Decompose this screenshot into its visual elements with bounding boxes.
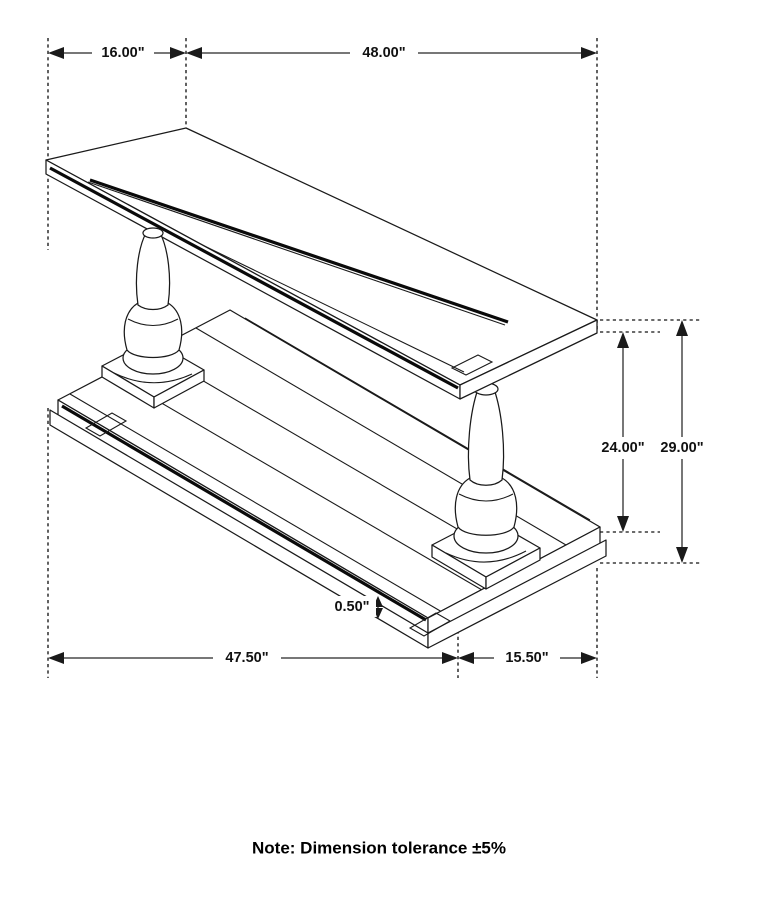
- dim-label-base-width: 47.50": [225, 650, 268, 666]
- arrow-shelf-height-bottom: [617, 516, 629, 532]
- foot-tab-left: [84, 412, 128, 437]
- arrow-overall-height-top: [676, 320, 688, 336]
- arrow-base-depth-right: [581, 652, 597, 664]
- shelf-plinth-right: [427, 539, 607, 649]
- dimension-base-width: 47.50": [48, 647, 458, 669]
- baluster-leg-rear: [101, 227, 205, 409]
- tolerance-note: Note: Dimension tolerance ±5%: [252, 838, 506, 857]
- label-bg-base-depth: [494, 647, 560, 669]
- arrow-top-width-right: [581, 47, 597, 59]
- arrow-shelf-height-top: [617, 332, 629, 348]
- table-top-edge-front-shadow: [49, 166, 459, 390]
- dim-label-top-width: 48.00": [362, 45, 405, 61]
- foot-tab-front: [408, 612, 452, 637]
- table-underside-cleat: [450, 354, 494, 376]
- arrow-overall-height-bottom: [676, 547, 688, 563]
- leg-front-mid-ring: [458, 493, 514, 502]
- leg-front-base-plate-edge2: [485, 547, 541, 590]
- table-top-plank-shadow: [89, 178, 509, 324]
- arrow-base-width-left: [48, 652, 64, 664]
- shelf-edge-left-shadow: [61, 404, 427, 622]
- arrow-base-depth-left: [458, 652, 474, 664]
- dimension-shelf-height: 24.00": [590, 332, 656, 532]
- shelf-slat-line-4: [69, 393, 443, 613]
- dimension-base-thickness: 0.50": [328, 596, 383, 619]
- dim-label-base-thickness: 0.50": [334, 599, 369, 615]
- label-bg-shelf-height: [590, 437, 656, 459]
- label-bg-overall-height: [649, 437, 715, 459]
- arrow-base-width-right: [442, 652, 458, 664]
- leg-front-neck: [467, 383, 505, 486]
- label-bg-base-width: [213, 647, 281, 669]
- arrow-top-depth-left: [48, 47, 64, 59]
- dimension-overall-height: 29.00": [649, 320, 715, 563]
- baluster-leg-front: [431, 382, 541, 590]
- leg-rear-neck: [135, 227, 171, 311]
- leg-rear-base-plate-edge2: [153, 369, 205, 409]
- table-top-assembly: [45, 127, 598, 400]
- leg-front-base-chamfer: [445, 550, 527, 563]
- arrow-top-width-left: [186, 47, 202, 59]
- leg-rear-mid-ring: [127, 318, 179, 327]
- dim-label-shelf-height: 24.00": [601, 440, 644, 456]
- label-bg-top-width: [350, 42, 418, 64]
- dim-label-overall-height: 29.00": [660, 440, 703, 456]
- label-bg-top-depth: [92, 42, 154, 64]
- dimension-top-width: 48.00": [186, 42, 597, 64]
- dim-label-base-depth: 15.50": [505, 650, 548, 666]
- dimension-top-depth: 16.00": [48, 42, 186, 64]
- leg-rear-top-cap: [142, 227, 164, 239]
- dim-label-top-depth: 16.00": [101, 45, 144, 61]
- shelf-slat-line-1: [109, 372, 483, 591]
- dimension-base-depth: 15.50": [458, 647, 597, 669]
- shelf-slat-line-5: [244, 317, 591, 521]
- leg-rear-base-chamfer: [113, 372, 193, 384]
- table-top-plank-seam-rear: [87, 181, 506, 326]
- label-bg-base-thickness: [328, 596, 376, 617]
- table-top-edge-right: [459, 319, 598, 400]
- arrow-top-depth-right: [170, 47, 186, 59]
